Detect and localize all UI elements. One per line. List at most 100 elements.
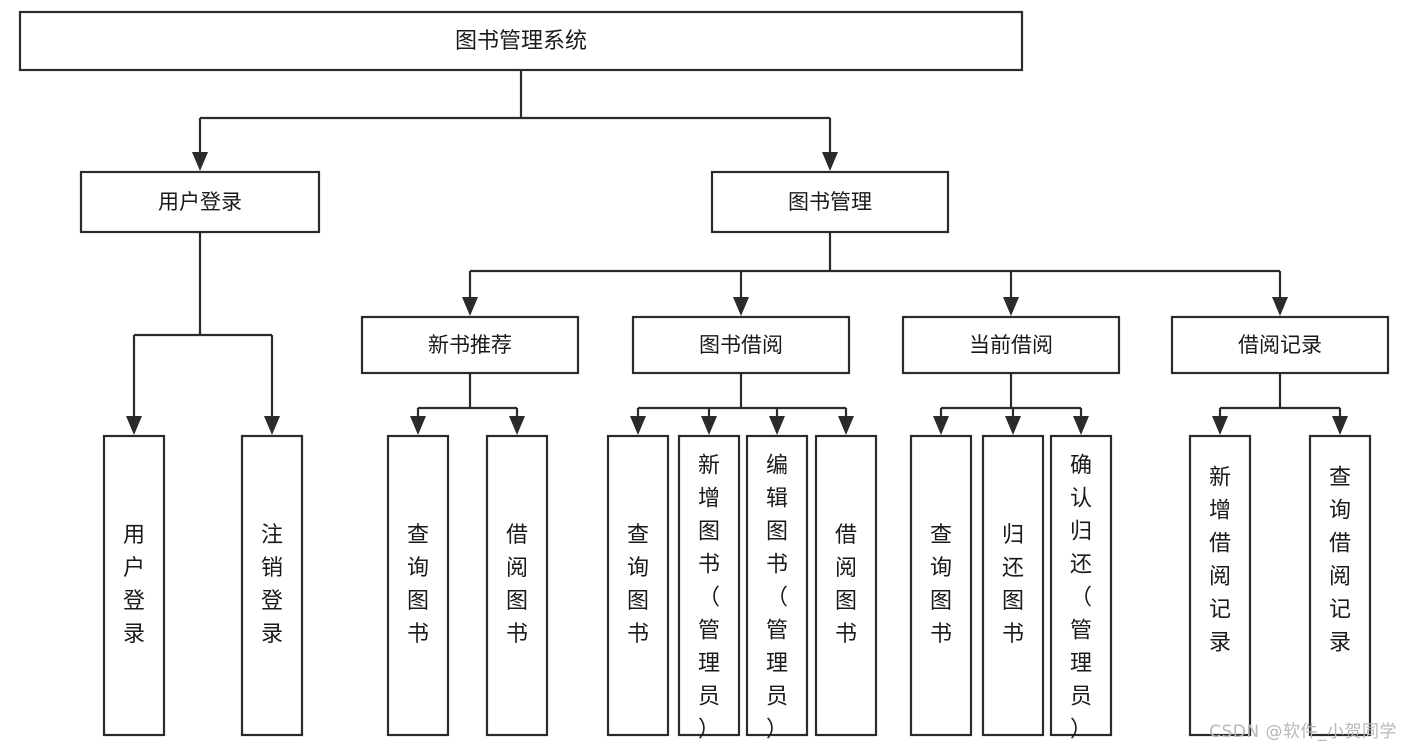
node-label-char: 录 — [123, 622, 145, 647]
arrow-head-icon — [933, 416, 949, 435]
node-label-char: 归 — [1070, 520, 1092, 545]
connector-book-manage-to-level3 — [462, 232, 1288, 316]
node-label-char: 录 — [261, 622, 283, 647]
node-box-book-borrow — [631, 315, 851, 375]
node-label-borrow-record: 借阅记录 — [1238, 333, 1322, 357]
node-label-char: 管 — [766, 619, 788, 644]
node-box-leaf-logout — [240, 434, 304, 737]
node-label-char: ） — [698, 718, 720, 743]
node-box-new-book-recommend — [360, 315, 580, 375]
node-leaf-user-login[interactable]: 用户登录 — [102, 434, 166, 737]
arrow-head-icon — [1005, 416, 1021, 435]
node-box-user-login — [79, 170, 321, 234]
node-box-leaf-confirm-return — [1049, 434, 1113, 737]
node-label-char: 询 — [627, 556, 649, 581]
node-current-borrow[interactable]: 当前借阅 — [901, 315, 1121, 375]
node-label-char: 认 — [1070, 487, 1092, 512]
node-label-char: （ — [698, 586, 720, 611]
arrow-head-icon — [264, 416, 280, 435]
arrow-head-icon — [509, 416, 525, 435]
node-label-char: 还 — [1070, 553, 1092, 578]
node-label-char: 借 — [506, 523, 528, 548]
node-label-char: 书 — [407, 622, 429, 647]
node-box-leaf-edit-book — [745, 434, 809, 737]
node-label-char: 书 — [766, 553, 788, 578]
node-user-login[interactable]: 用户登录 — [79, 170, 321, 234]
node-borrow-record[interactable]: 借阅记录 — [1170, 315, 1390, 375]
node-label-char: 记 — [1209, 598, 1231, 623]
arrow-head-icon — [822, 152, 838, 171]
arrow-head-icon — [733, 297, 749, 316]
arrow-head-icon — [410, 416, 426, 435]
node-label-char: 图 — [407, 589, 429, 614]
node-label-char: 借 — [835, 523, 857, 548]
node-label-char: 图 — [835, 589, 857, 614]
node-boxes-layer: 图书管理系统用户登录图书管理新书推荐图书借阅当前借阅借阅记录用户登录注销登录查询… — [18, 10, 1390, 743]
node-label-char: 理 — [1070, 652, 1092, 677]
arrow-head-icon — [462, 297, 478, 316]
node-label-char: 询 — [930, 556, 952, 581]
arrow-head-icon — [1073, 416, 1089, 435]
node-new-book-recommend[interactable]: 新书推荐 — [360, 315, 580, 375]
node-book-manage[interactable]: 图书管理 — [710, 170, 950, 234]
node-label-char: 员 — [1070, 685, 1092, 710]
node-label-char: 理 — [766, 652, 788, 677]
node-root[interactable]: 图书管理系统 — [18, 10, 1024, 72]
node-label-char: 询 — [407, 556, 429, 581]
node-box-leaf-add-book — [677, 434, 741, 737]
node-label-char: 书 — [1002, 622, 1024, 647]
node-label-char: 图 — [698, 520, 720, 545]
node-label-book-manage: 图书管理 — [788, 190, 872, 214]
node-box-leaf-borrow-book — [814, 434, 878, 737]
node-label-char: 借 — [1329, 532, 1351, 557]
node-box-leaf-query-book-rec — [386, 434, 450, 737]
node-label-char: 阅 — [1329, 565, 1351, 590]
node-label-char: 管 — [698, 619, 720, 644]
arrow-head-icon — [630, 416, 646, 435]
node-label-char: ） — [766, 718, 788, 743]
node-label-char: 增 — [1209, 499, 1231, 524]
arrow-head-icon — [192, 152, 208, 171]
node-label-char: 图 — [1002, 589, 1024, 614]
node-label-char: 书 — [627, 622, 649, 647]
arrow-head-icon — [769, 416, 785, 435]
node-label-char: 理 — [698, 652, 720, 677]
node-box-leaf-return-book — [981, 434, 1045, 737]
node-label-char: 图 — [627, 589, 649, 614]
node-book-borrow[interactable]: 图书借阅 — [631, 315, 851, 375]
csdn-watermark: CSDN @软件_小贺同学 — [1209, 722, 1397, 742]
node-label-char: 询 — [1329, 499, 1351, 524]
node-box-root — [18, 10, 1024, 72]
node-box-leaf-query-record — [1308, 434, 1372, 737]
node-label-char: 管 — [1070, 619, 1092, 644]
arrow-head-icon — [126, 416, 142, 435]
node-label-char: ） — [1070, 718, 1092, 743]
connector-rec-to-leaves — [410, 373, 525, 435]
arrow-head-icon — [1272, 297, 1288, 316]
node-label-char: 图 — [930, 589, 952, 614]
connector-user-login-to-leaves — [126, 232, 280, 435]
arrow-head-icon — [838, 416, 854, 435]
node-label-char: 书 — [506, 622, 528, 647]
connector-record-to-leaves — [1212, 373, 1348, 435]
node-label-char: 阅 — [506, 556, 528, 581]
node-label-char: 查 — [930, 523, 952, 548]
node-label-char: 用 — [123, 523, 145, 548]
node-label-char: 编 — [766, 454, 788, 479]
node-box-leaf-add-record — [1188, 434, 1252, 737]
node-label-char: 查 — [407, 523, 429, 548]
node-label-book-borrow: 图书借阅 — [699, 333, 783, 357]
